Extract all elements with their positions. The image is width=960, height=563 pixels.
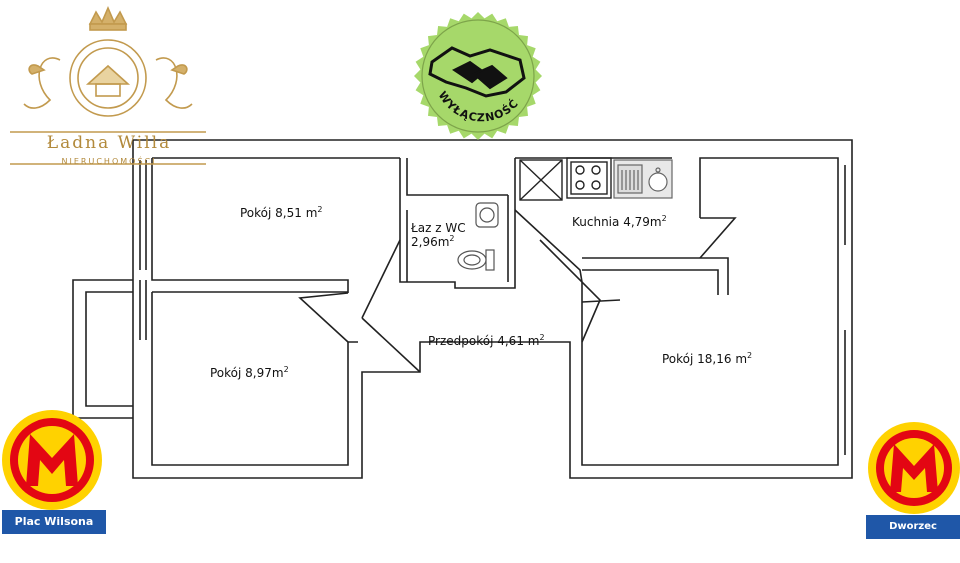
sink-icon [613, 159, 673, 199]
kitchen-sup: 2 [661, 214, 667, 223]
brand-name: Ładna Willa [46, 133, 172, 153]
toilet-icon [457, 249, 495, 271]
svg-text:WYŁĄCZNOŚĆ: WYŁĄCZNOŚĆ [436, 89, 522, 124]
bathroom-name: Łaz z WC [411, 221, 466, 235]
washbasin-icon [475, 202, 499, 228]
room-1-sup: 2 [317, 205, 323, 214]
room-2-name: Pokój 8,97m [210, 366, 284, 380]
room-label-pokoj-1: Pokój 8,51 m2 [240, 205, 323, 221]
hall-name: Przedpokój 4,61 m [428, 334, 540, 348]
badge-label: WYŁĄCZNOŚĆ [436, 89, 521, 124]
hall-sup: 2 [539, 333, 545, 342]
fridge-icon [519, 159, 563, 201]
logo-emblem-icon [10, 5, 206, 165]
room-label-hall: Przedpokój 4,61 m2 [428, 333, 545, 349]
badge-text-layer: WYŁĄCZNOŚĆ [436, 89, 522, 124]
metro-station-left: Plac Wilsona [2, 510, 106, 534]
metro-logo-right-icon [868, 422, 960, 514]
outer-walls [132, 139, 853, 479]
bathroom-walls [399, 158, 516, 289]
room-3-sup: 2 [747, 351, 753, 360]
room-label-bathroom: Łaz z WC 2,96m2 [411, 221, 466, 249]
metro-station-right: Dworzec Gdański [866, 515, 960, 556]
door-swings [298, 239, 621, 373]
handshake-icon [428, 46, 526, 98]
stove-icon [566, 157, 612, 199]
room-label-pokoj-3: Pokój 18,16 m2 [662, 351, 753, 367]
windows [139, 160, 846, 455]
bathroom-area: 2,96m [411, 235, 450, 249]
room-label-pokoj-2: Pokój 8,97m2 [210, 365, 289, 381]
kitchen-walls [514, 209, 737, 342]
room-2-sup: 2 [283, 365, 289, 374]
floor-plan [2, 5, 960, 514]
metro-logo-left-icon [2, 410, 102, 510]
bathroom-sup: 2 [449, 234, 455, 243]
room-label-kitchen: Kuchnia 4,79m2 [572, 214, 667, 230]
exclusivity-badge [414, 12, 542, 140]
brand-subtitle: NIERUCHOMOŚCI [61, 157, 157, 166]
kitchen-name: Kuchnia 4,79m [572, 215, 662, 229]
balcony [72, 279, 147, 419]
room-1-name: Pokój 8,51 m [240, 206, 318, 220]
room-3-name: Pokój 18,16 m [662, 352, 748, 366]
